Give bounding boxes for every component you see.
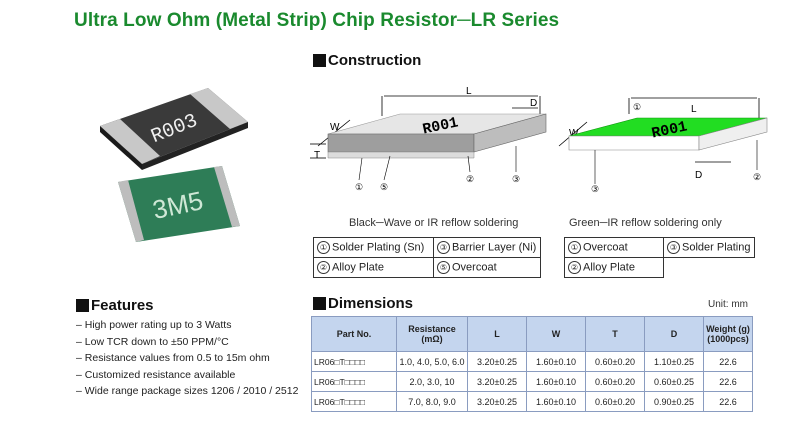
svg-text:D: D [695,170,702,181]
svg-text:W: W [330,122,340,133]
green-caption: Green─IR reflow soldering only [569,217,722,229]
green-resistor-photo: 3M5 [118,166,240,242]
svg-text:①: ① [633,102,641,112]
svg-text:③: ③ [512,174,520,184]
features-list: High power rating up to 3 Watts Low TCR … [76,318,306,401]
svg-text:T: T [314,150,320,161]
green-construction-diagram: L ① W R001 D ③ ② [558,97,768,194]
list-item: Resistance values from 0.5 to 15m ohm [76,351,306,365]
construction-heading: Construction [313,52,421,69]
unit-label: Unit: mm [708,299,748,310]
dimensions-table: Part No. Resistance (mΩ) L W T D Weight … [311,316,753,412]
black-resistor-photo: R003 [100,88,248,170]
dimensions-heading: Dimensions [313,295,413,312]
list-item: Wide range package sizes 1206 / 2010 / 2… [76,384,306,398]
svg-text:②: ② [466,174,474,184]
svg-text:①: ① [355,182,363,192]
black-construction-diagram: L D W R001 T ① ⑤ ② ③ [310,86,547,192]
svg-text:L: L [691,104,697,115]
svg-text:⑤: ⑤ [380,182,388,192]
svg-text:③: ③ [591,184,599,194]
table-header-row: Part No. Resistance (mΩ) L W T D Weight … [311,316,753,352]
features-heading: Features [76,297,154,314]
list-item: High power rating up to 3 Watts [76,318,306,332]
black-caption: Black─Wave or IR reflow soldering [349,217,519,229]
list-item: Customized resistance available [76,368,306,382]
list-item: Low TCR down to ±50 PPM/°C [76,335,306,349]
svg-text:D: D [530,98,537,109]
svg-text:L: L [466,86,472,97]
svg-text:②: ② [753,172,761,182]
page-title: Ultra Low Ohm (Metal Strip) Chip Resisto… [74,10,560,31]
